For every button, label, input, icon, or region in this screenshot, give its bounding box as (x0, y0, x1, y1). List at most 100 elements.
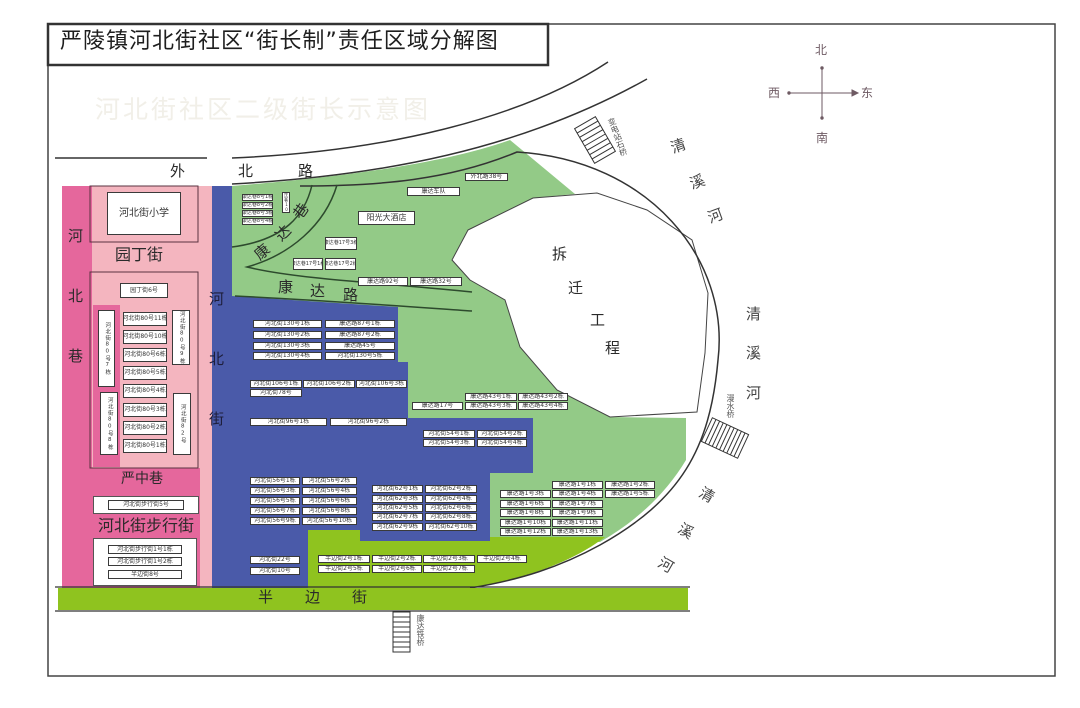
building-label: 半边街2号7栋 (423, 565, 475, 573)
road-waibei-char-2: 北 (238, 162, 254, 180)
building-label: 河北街56号1栋 (250, 477, 300, 485)
building-label: 康达巷8号2栋 (242, 202, 273, 209)
building-label: 康达巷17号2栋 (325, 258, 356, 270)
building-yuanding6: 园丁街6号 (120, 283, 168, 298)
building-label: 河北街106号2栋 (303, 380, 355, 388)
kangdaxiang-line-1 (231, 184, 313, 248)
road-yanzhongxiang: 严中巷 (121, 471, 163, 487)
building-label: 河北街22号 (250, 556, 300, 564)
building-label: 河北街步行街1号1栋 (108, 545, 182, 554)
road-hebei-buxingjie: 河北街步行街 (98, 516, 195, 535)
building-label: 河北街62号5栋 (372, 504, 423, 512)
compass-south-label: 南 (816, 131, 829, 145)
map-title: 严陵镇河北街社区“街长制”责任区域分解图 (60, 29, 499, 54)
building-label: 康达巷17号3栋 (325, 237, 357, 250)
building-label: 河北街80号4栋 (123, 384, 167, 398)
building-label: 河北街步行街1号2栋 (108, 557, 182, 566)
building-school: 河北街小学 (107, 192, 181, 235)
bridge-bottom-label: 康达铁桥 (416, 614, 425, 646)
building-label: 河北街96号2栋 (330, 418, 407, 426)
road-kangdalu-char-2: 达 (310, 282, 326, 300)
building-label: 河北街62号10栋 (425, 523, 477, 531)
building-label: 河北街130号3栋 (253, 342, 322, 350)
demolition-char-4: 程 (605, 339, 621, 357)
building-label: 河北街62号3栋 (372, 495, 423, 503)
building-label-vertical: 河北街80号7栋 (98, 310, 115, 387)
compass-north-label: 北 (815, 43, 828, 57)
building-label: 康达路43号3栋 (465, 402, 517, 410)
building-label: 河北街80号11栋 (123, 312, 167, 326)
demolition-char-3: 工 (590, 311, 606, 329)
building-label: 河北街130号2栋 (253, 331, 322, 339)
building-label: 河北街130号4栋 (253, 352, 322, 360)
building-label: 康达路17号 (412, 402, 463, 410)
banbianjie-road (58, 588, 688, 610)
building-label: 半边街2号6栋 (372, 565, 422, 573)
bridge-bottom-icon (392, 611, 411, 653)
road-banbianjie-char-3: 街 (352, 588, 368, 606)
building-label: 半边街2号1栋 (318, 555, 370, 563)
building-hotel: 阳光大酒店 (358, 211, 415, 225)
building-label: 河北街步行街5号 (108, 500, 184, 510)
building-label: 康达路1号6栋 (500, 500, 551, 508)
building-label: 康达路87号1栋 (325, 320, 395, 328)
river-bank-line (299, 151, 720, 589)
building-label: 河北街80号3栋 (123, 403, 167, 417)
building-label: 康达路1号7栋 (552, 500, 603, 508)
building-label: 康达路1号1栋 (552, 481, 603, 489)
zone-demolition (451, 192, 709, 418)
building-label: 河北街96号1栋 (250, 418, 327, 426)
road-waibei-char-1: 外 (170, 162, 186, 180)
hebeijie-road-strip (212, 186, 232, 588)
hebei80-block-border (89, 271, 199, 469)
building-label: 康达路32号 (410, 277, 462, 286)
building-label: 康达路1号13栋 (552, 528, 603, 536)
building-label: 康达路1号9栋 (552, 509, 603, 517)
title-box (46, 22, 550, 67)
building-label: 河北街80号6栋 (123, 348, 167, 362)
building-label: 康达巷8号4栋 (242, 218, 273, 225)
building-label: 康达巷17号1栋 (293, 258, 323, 270)
road-kangdalu-char-1: 康 (278, 278, 294, 296)
building-label: 康达路1号5栋 (605, 490, 655, 498)
road-hebeijie-char-1: 河 (209, 290, 225, 308)
school-block-border (89, 185, 199, 243)
building-label: 河北街56号8栋 (302, 507, 357, 515)
building-label-vertical: 康达巷10号 (282, 192, 290, 213)
bridge-top-icon (573, 115, 617, 165)
building-label: 半边街8号 (108, 570, 182, 579)
building-label: 康达路1号12栋 (500, 528, 551, 536)
building-label: 康达路1号4栋 (552, 490, 603, 498)
building-label-vertical: 河北街82号 (173, 393, 191, 455)
building-label: 河北街54号1栋 (423, 430, 475, 438)
map-frame (47, 23, 1056, 677)
building-label-vertical: 河北街80号8栋 (100, 392, 118, 455)
building-label: 康达路1号2栋 (605, 481, 655, 489)
building-label: 河北街54号4栋 (477, 439, 527, 447)
building-label: 河北街106号1栋 (250, 380, 302, 388)
building-label: 河北街56号6栋 (302, 497, 357, 505)
road-hebeixiang-char-1: 河 (68, 227, 84, 245)
building-label: 河北街56号4栋 (302, 487, 357, 495)
building-label: 康达路1号3栋 (500, 490, 551, 498)
river-label-right-1: 清 (746, 305, 762, 323)
building-label: 河北街106号3栋 (356, 380, 407, 388)
building-label: 康达路43号4栋 (518, 402, 568, 410)
building-label: 河北街56号10栋 (302, 517, 357, 525)
building-label: 半边街2号5栋 (318, 565, 370, 573)
bridge-right-label: 漫水桥 (726, 394, 735, 418)
compass-east-label: 东 (861, 86, 874, 100)
building-label: 康达巷8号3栋 (242, 210, 273, 217)
building-label: 河北街54号2栋 (477, 430, 527, 438)
building-label: 康达路1号11栋 (552, 519, 603, 527)
road-banbianjie-char-1: 半 (258, 588, 274, 606)
building-label: 半边街2号3栋 (423, 555, 475, 563)
building-label: 河北街62号7栋 (372, 513, 423, 521)
demolition-char-1: 拆 (552, 245, 568, 263)
building-label: 半边街2号2栋 (372, 555, 422, 563)
road-hebeixiang-char-3: 巷 (68, 347, 84, 365)
building-label: 康达巷8号1栋 (242, 194, 273, 201)
building-label: 河北街80号5栋 (123, 366, 167, 380)
road-hebeijie-char-2: 北 (209, 350, 225, 368)
